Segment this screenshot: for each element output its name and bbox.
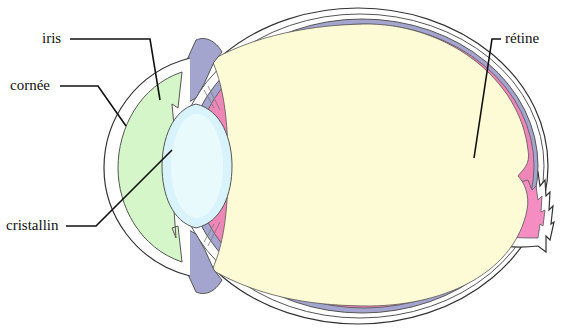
retina xyxy=(194,24,534,308)
lens-core xyxy=(171,114,223,218)
part-label: iris xyxy=(42,30,61,47)
vitreous-body xyxy=(212,24,529,306)
part-label: rétine xyxy=(505,30,539,47)
part-label: cornée xyxy=(10,77,50,94)
leader-line xyxy=(66,150,172,226)
leader-line xyxy=(70,39,160,100)
leader-line xyxy=(474,39,501,158)
part-label: cristallin xyxy=(6,217,59,234)
lens xyxy=(162,104,232,228)
choroid xyxy=(186,19,538,313)
leader-line xyxy=(60,86,126,126)
